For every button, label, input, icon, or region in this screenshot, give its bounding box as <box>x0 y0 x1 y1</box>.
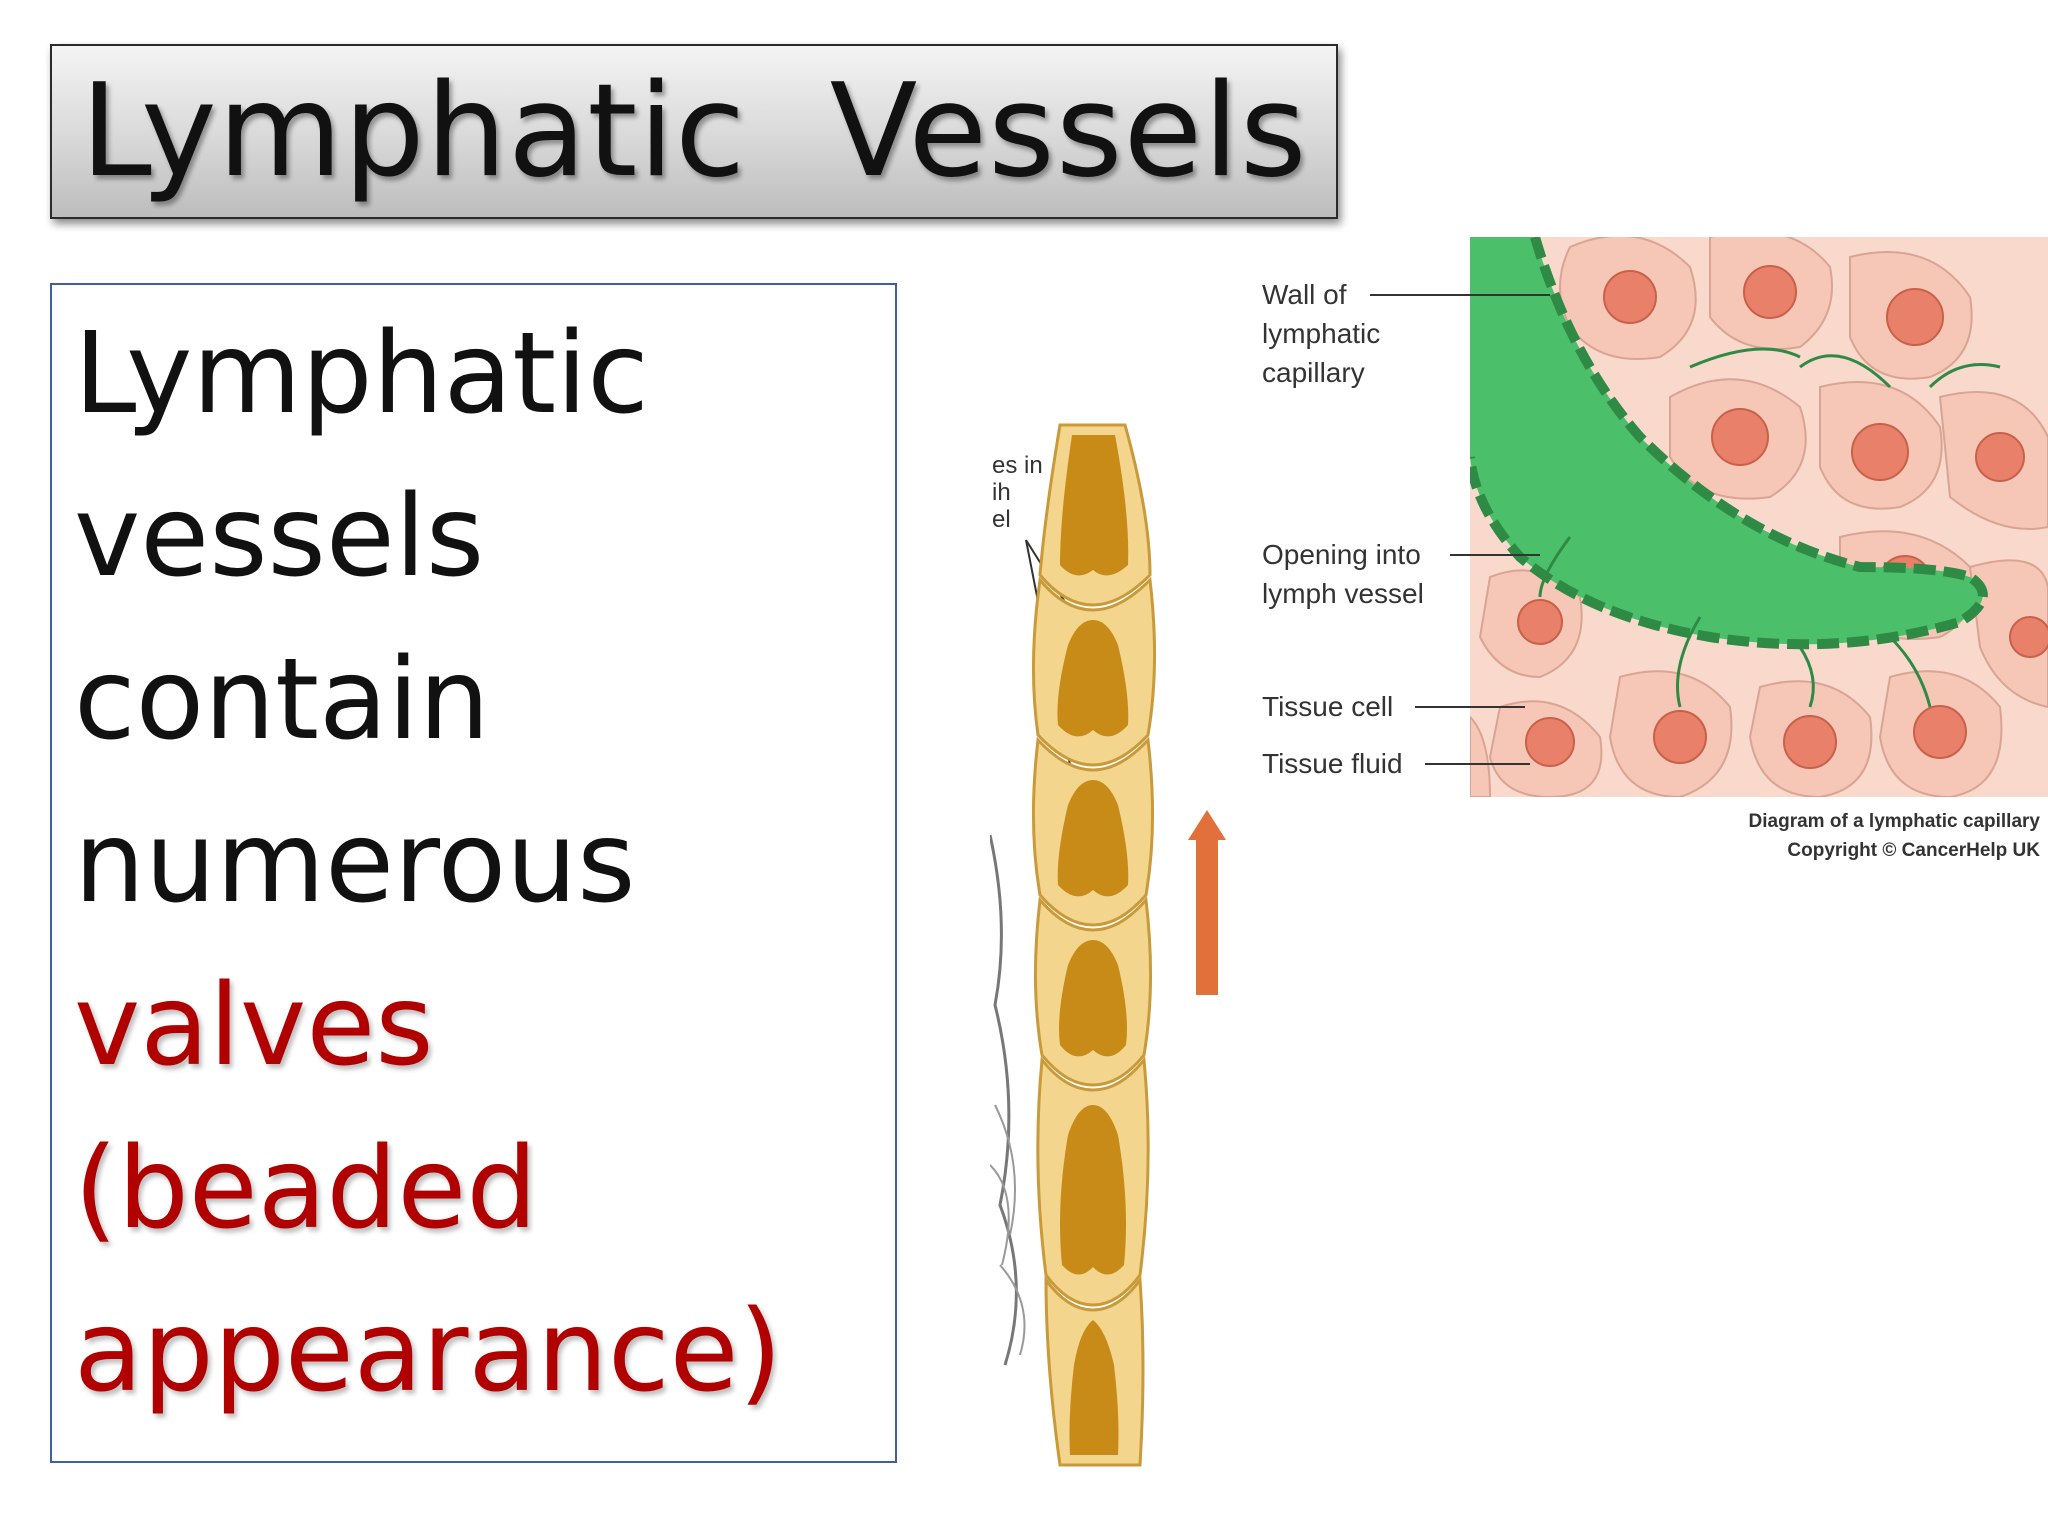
body-line: contain <box>74 635 490 765</box>
diagram-copyright: Copyright © CancerHelp UK <box>1787 840 2040 861</box>
label-tissue-cell: Tissue cell <box>1262 691 1393 722</box>
fluid-flow-lines <box>1538 347 2001 708</box>
highlight-line: valves <box>74 961 434 1091</box>
vessel-partial-label: es in <box>992 452 1043 479</box>
label-tissue-fluid: Tissue fluid <box>1262 748 1403 779</box>
lymph-vessel-figure: es in ih el <box>990 423 1226 1467</box>
diagram-caption: Diagram of a lymphatic capillary <box>1749 811 2041 832</box>
vessel-partial-label: ih <box>992 479 1011 506</box>
tissue-cells <box>1470 237 2048 797</box>
body-text: Lymphatic vessels contain numerous valve… <box>74 293 782 1434</box>
body-line: numerous <box>74 798 636 928</box>
body-text-box: Lymphatic vessels contain numerous valve… <box>50 283 897 1463</box>
vessel-partial-label: el <box>992 506 1011 533</box>
diagram-labels: Wall of lymphatic capillary Opening into… <box>1262 279 1550 779</box>
nuclei <box>1517 265 2048 769</box>
title-box: Lymphatic Vessels <box>50 44 1338 219</box>
capillary-wall <box>1470 237 1988 650</box>
flow-up-arrow-icon <box>1188 810 1226 995</box>
label-capillary: capillary <box>1262 357 1365 388</box>
label-opening-into: Opening into <box>1262 539 1421 570</box>
label-lymph-vessel: lymph vessel <box>1262 578 1424 609</box>
highlight-line: (beaded <box>74 1124 538 1254</box>
label-lymphatic: lymphatic <box>1262 318 1380 349</box>
body-line: Lymphatic <box>74 309 649 439</box>
capillary-lumen <box>1470 237 1983 645</box>
vessel-segments <box>1031 423 1157 1467</box>
body-line: vessels <box>74 472 485 602</box>
slide-title: Lymphatic Vessels <box>80 57 1308 206</box>
lymphatic-capillary-diagram: Wall of lymphatic capillary Opening into… <box>1262 237 2048 861</box>
label-wall-of: Wall of <box>1262 279 1347 310</box>
highlight-line: appearance) <box>74 1287 783 1417</box>
